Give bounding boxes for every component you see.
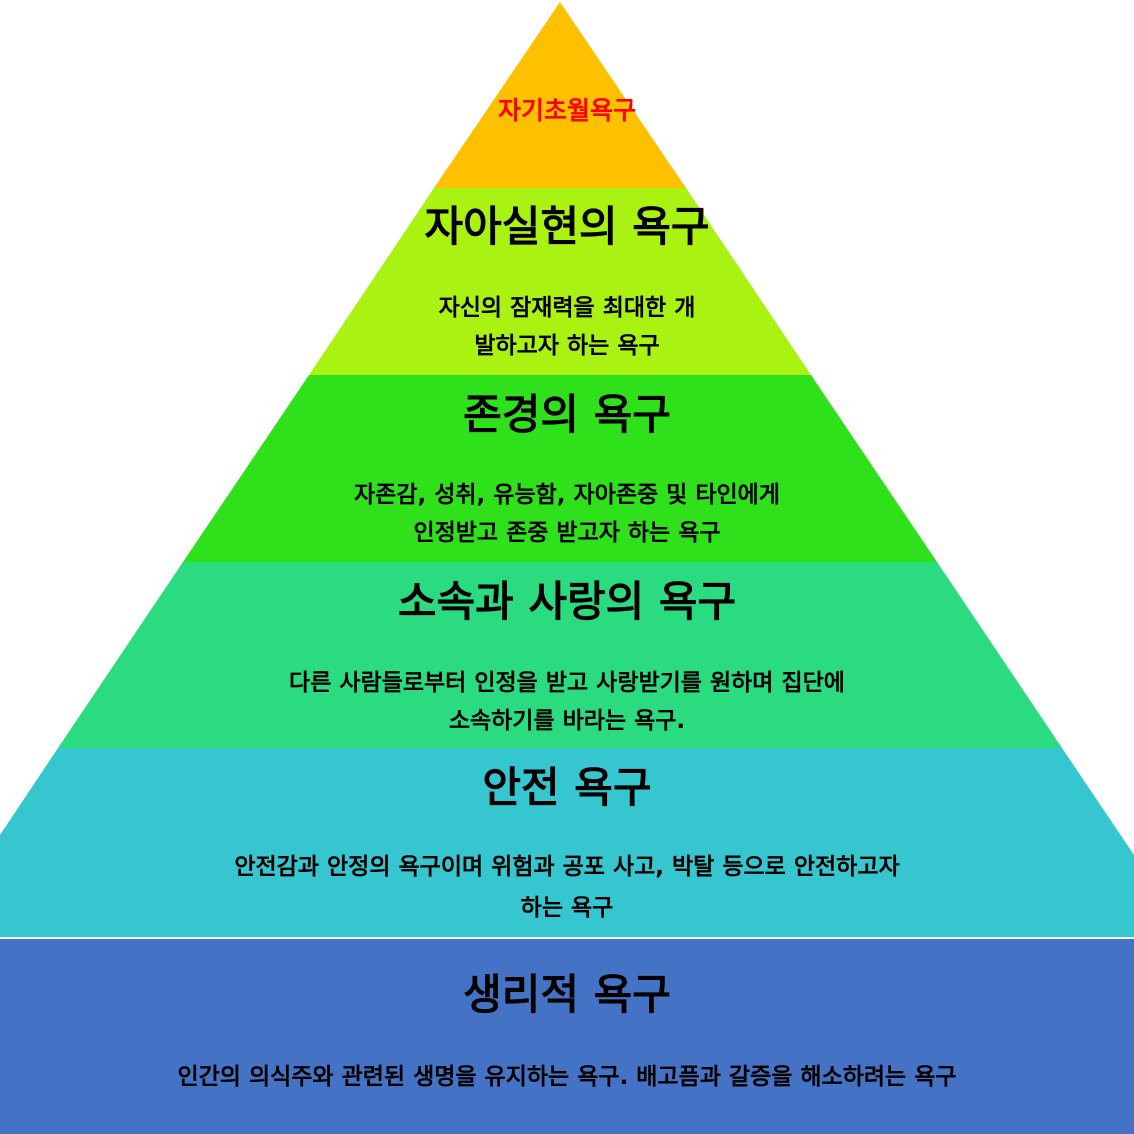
level-esteem-title: 존경의 욕구	[463, 390, 671, 439]
level-safety-shape	[0, 748, 1134, 937]
level-physiological-shape	[0, 939, 1134, 1134]
level-esteem-shape	[183, 375, 937, 562]
level-physiological-desc-line1: 인간의 의식주와 관련된 생명을 유지하는 욕구. 배고픔과 갈증을 해소하려는…	[177, 1064, 957, 1090]
level-esteem-desc-line1: 자존감, 성취, 유능함, 자아존중 및 타인에게	[354, 482, 780, 508]
level-belonging-title: 소속과 사랑의 욕구	[397, 577, 737, 626]
level-physiological-title: 생리적 욕구	[463, 970, 671, 1019]
level-safety-desc-line1: 안전감과 안정의 욕구이며 위험과 공포 사고, 박탈 등으로 안전하고자	[234, 854, 900, 880]
level-self-actualization-desc-line1: 자신의 잠재력을 최대한 개	[438, 295, 696, 321]
level-esteem-desc-line2: 인정받고 존중 받고자 하는 욕구	[413, 520, 721, 546]
level-belonging-shape	[58, 562, 1062, 748]
level-self-actualization-title: 자아실현의 욕구	[424, 202, 710, 251]
level-belonging-desc-line1: 다른 사람들로부터 인정을 받고 사랑받기를 원하며 집단에	[289, 670, 845, 696]
level-self-actualization-shape	[309, 188, 811, 375]
level-safety-title: 안전 욕구	[482, 763, 652, 812]
level-self-transcendence-shape	[434, 2, 686, 188]
level-safety-desc-line2: 하는 욕구	[520, 895, 614, 921]
level-self-actualization-desc-line2: 발하고자 하는 욕구	[474, 333, 660, 359]
level-self-transcendence-title: 자기초월욕구	[497, 96, 636, 125]
level-belonging-desc-line2: 소속하기를 바라는 욕구.	[448, 708, 686, 734]
